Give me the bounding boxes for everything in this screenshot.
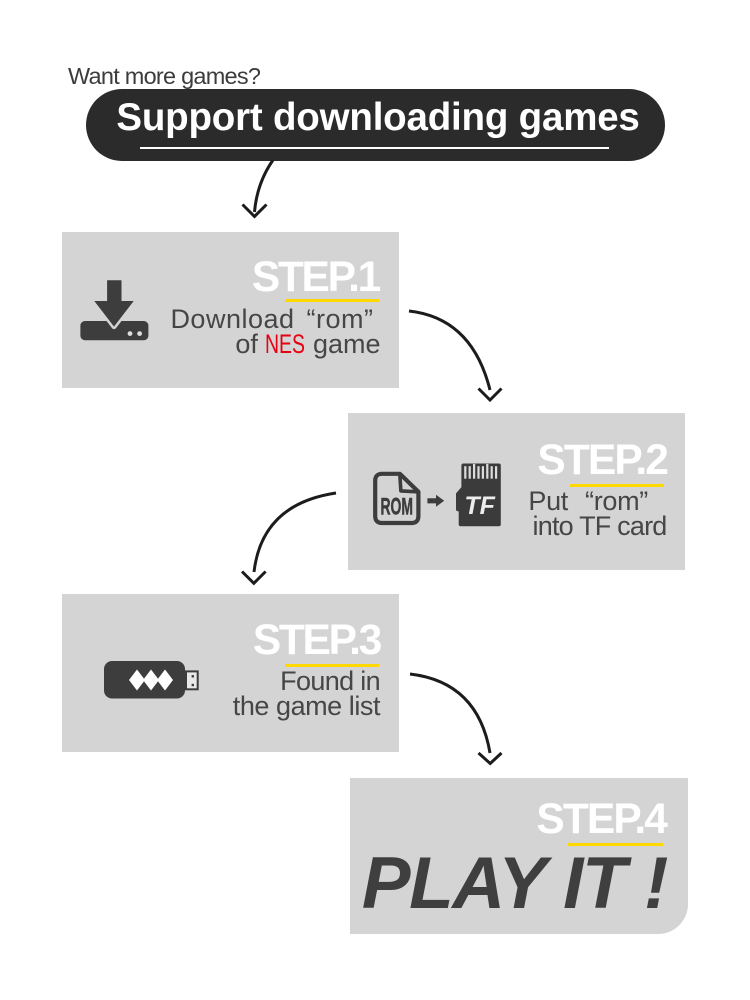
svg-text:TF: TF [464, 492, 495, 520]
svg-text:ROM: ROM [381, 494, 414, 521]
